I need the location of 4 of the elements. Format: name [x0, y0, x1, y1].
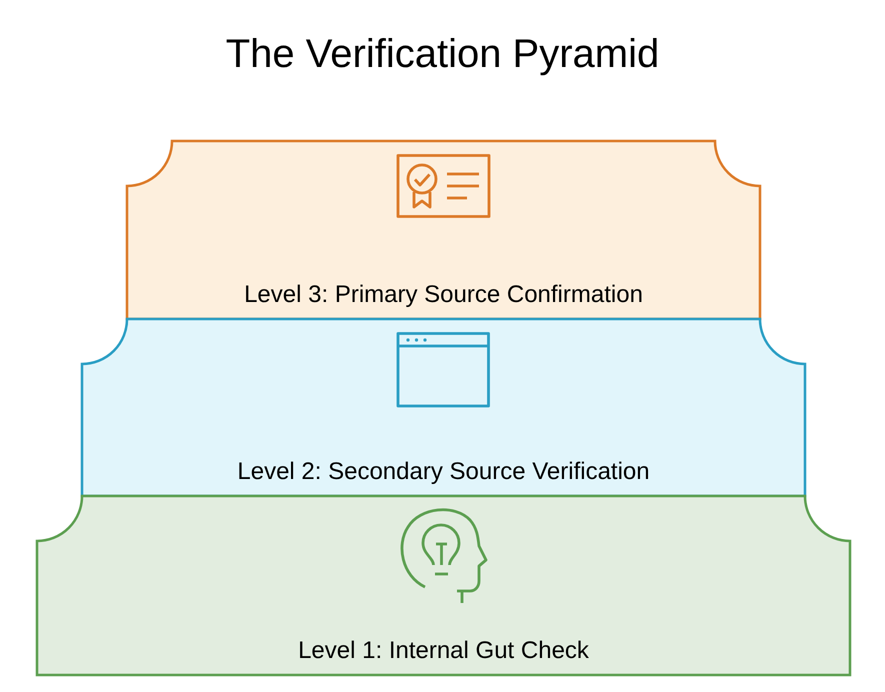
- tier-label: Level 2: Secondary Source Verification: [237, 458, 650, 487]
- diagram-title: The Verification Pyramid: [226, 31, 660, 78]
- tier-label: Level 1: Internal Gut Check: [298, 637, 589, 666]
- tier-label: Level 3: Primary Source Confirmation: [244, 281, 643, 310]
